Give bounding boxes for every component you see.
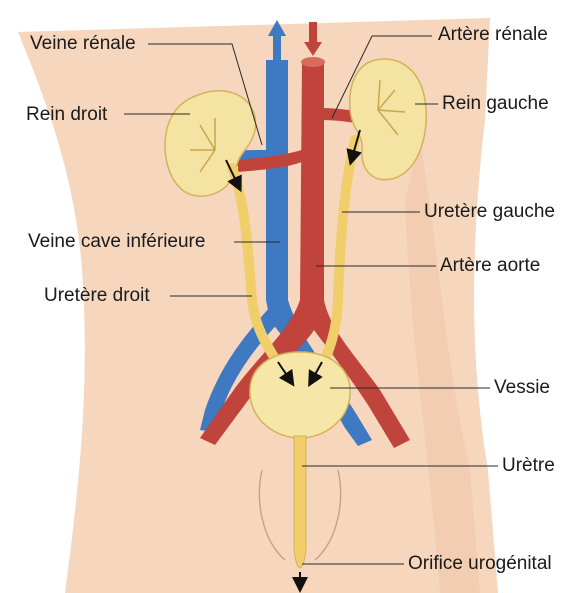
label-artere-renale: Artère rénale bbox=[438, 24, 548, 46]
label-artere-aorte: Artère aorte bbox=[440, 255, 540, 277]
label-rein-droit: Rein droit bbox=[26, 104, 107, 126]
label-rein-gauche: Rein gauche bbox=[442, 93, 549, 115]
bladder bbox=[250, 352, 350, 438]
label-veine-renale: Veine rénale bbox=[30, 33, 136, 55]
urethra bbox=[294, 436, 306, 568]
label-veine-cave: Veine cave inférieure bbox=[28, 231, 205, 253]
label-vessie: Vessie bbox=[494, 377, 550, 399]
label-uretre: Urètre bbox=[502, 455, 555, 477]
label-uretere-droit: Uretère droit bbox=[44, 285, 150, 307]
label-orifice-urogenital: Orifice urogénital bbox=[408, 553, 552, 575]
label-uretere-gauche: Uretère gauche bbox=[424, 201, 555, 223]
